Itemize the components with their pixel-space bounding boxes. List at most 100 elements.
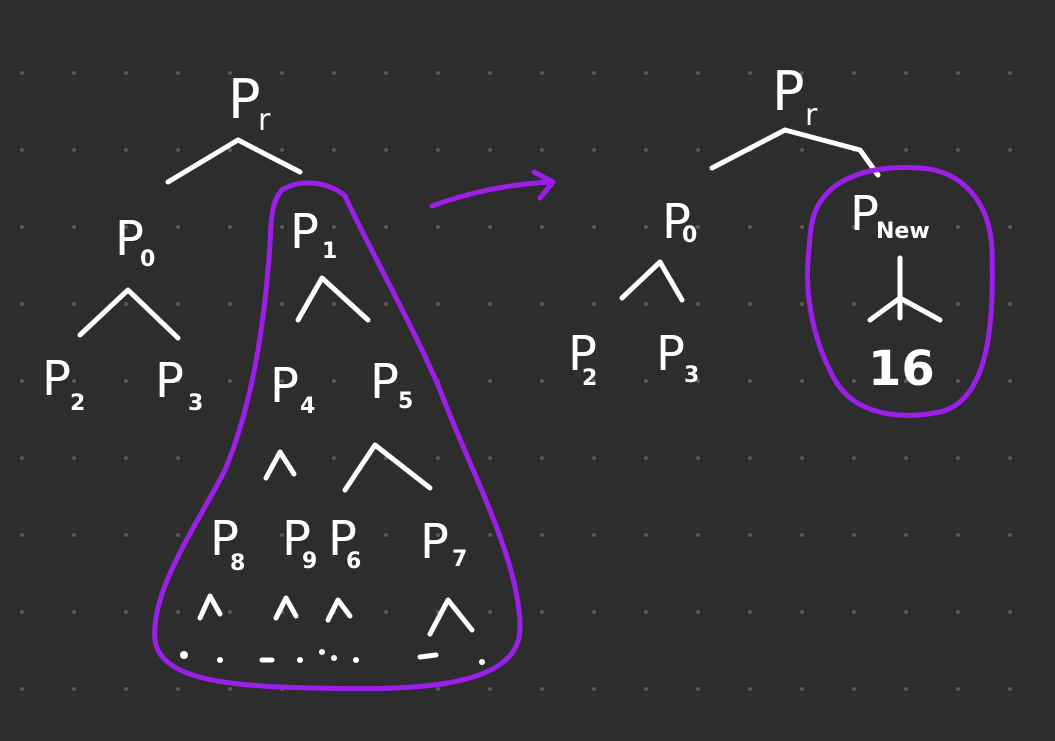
svg-text:P: P [772, 60, 805, 123]
grid-dot [1008, 687, 1012, 691]
node-p6: P 6 [328, 511, 361, 574]
grid-dot [488, 71, 492, 75]
child-count-16: 16 [868, 341, 935, 397]
edge-p7-children [427, 597, 475, 637]
grid-dot [956, 302, 960, 306]
svg-text:3: 3 [188, 391, 203, 416]
svg-text:3: 3 [684, 363, 699, 388]
grid-dot [800, 687, 804, 691]
grid-dot [384, 302, 388, 306]
grid-dot [280, 148, 284, 152]
grid-dot [800, 379, 804, 383]
grid-dot [592, 71, 596, 75]
grid-dot [124, 610, 128, 614]
grid-dot [644, 456, 648, 460]
grid-dot [1008, 456, 1012, 460]
svg-text:7: 7 [452, 547, 467, 572]
grid-dot [852, 71, 856, 75]
grid-dot [20, 302, 24, 306]
grid-dot [124, 71, 128, 75]
svg-text:2: 2 [70, 391, 85, 416]
grid-dot [332, 148, 336, 152]
grid-dot [332, 302, 336, 306]
grid-dot [644, 379, 648, 383]
grid-dot [436, 533, 440, 537]
grid-dot [1008, 379, 1012, 383]
grid-dot [800, 456, 804, 460]
grid-dot [20, 379, 24, 383]
svg-text:P: P [370, 354, 399, 410]
grid-dot [332, 456, 336, 460]
grid-dot [592, 610, 596, 614]
edge-pr-pnew [782, 127, 881, 178]
grid-dot [956, 533, 960, 537]
svg-text:0: 0 [140, 247, 155, 272]
grid-dot [488, 225, 492, 229]
grid-dot [228, 379, 232, 383]
grid-dot [956, 379, 960, 383]
grid-dot [540, 148, 544, 152]
grid-dot [800, 610, 804, 614]
grid-dot [176, 610, 180, 614]
grid-dot [904, 148, 908, 152]
grid-dot [904, 379, 908, 383]
svg-text:r: r [805, 98, 818, 133]
grid-dot [176, 225, 180, 229]
grid-dot [852, 687, 856, 691]
edge-pnew-children [867, 255, 943, 323]
grid-dot [228, 533, 232, 537]
edge-p0-children-right [619, 259, 685, 303]
node-p9: P 9 [282, 511, 317, 574]
node-p5: P 5 [370, 354, 413, 414]
grid-dot [696, 456, 700, 460]
svg-text:P: P [228, 68, 261, 131]
svg-text:P: P [115, 211, 144, 267]
edge-p8-children [197, 593, 223, 621]
grid-dot [124, 687, 128, 691]
grid-dot [20, 456, 24, 460]
grid-dot [904, 225, 908, 229]
grid-dot [1008, 302, 1012, 306]
svg-text:r: r [258, 103, 271, 138]
grid-dot [488, 533, 492, 537]
grid-dot [800, 71, 804, 75]
grid-dot [20, 71, 24, 75]
grid-dot [696, 302, 700, 306]
svg-text:2: 2 [582, 366, 597, 391]
grid-dot [852, 533, 856, 537]
grid-dot [436, 148, 440, 152]
edge-p1-children [295, 275, 371, 323]
grid-dot [176, 533, 180, 537]
node-p0-right: P 0 [662, 194, 697, 250]
transform-arrow [429, 169, 556, 209]
grid-dot [228, 71, 232, 75]
grid-dot [748, 302, 752, 306]
grid-dot [436, 302, 440, 306]
grid-dot [280, 533, 284, 537]
grid-dot [540, 71, 544, 75]
grid-dot [20, 533, 24, 537]
grid-dot [644, 687, 648, 691]
grid-dot [540, 533, 544, 537]
svg-text:16: 16 [868, 341, 935, 397]
grid-dot [280, 71, 284, 75]
grid-dot [72, 225, 76, 229]
grid-dot [332, 225, 336, 229]
node-p7: P 7 [420, 514, 467, 572]
grid-dot [332, 533, 336, 537]
grid-dot [176, 379, 180, 383]
grid-dot [72, 302, 76, 306]
grid-dot [592, 533, 596, 537]
grid-dot [748, 225, 752, 229]
edge-p5-children [342, 442, 433, 493]
grid-dot [228, 302, 232, 306]
grid-dot [488, 687, 492, 691]
edge-pr-p0-right [709, 127, 788, 171]
grid-dot [72, 687, 76, 691]
grid-dot [1008, 148, 1012, 152]
grid-dot [436, 456, 440, 460]
svg-text:P: P [850, 186, 879, 242]
grid-dot [852, 302, 856, 306]
grid-dot [904, 610, 908, 614]
node-p2: P 2 [42, 351, 85, 416]
